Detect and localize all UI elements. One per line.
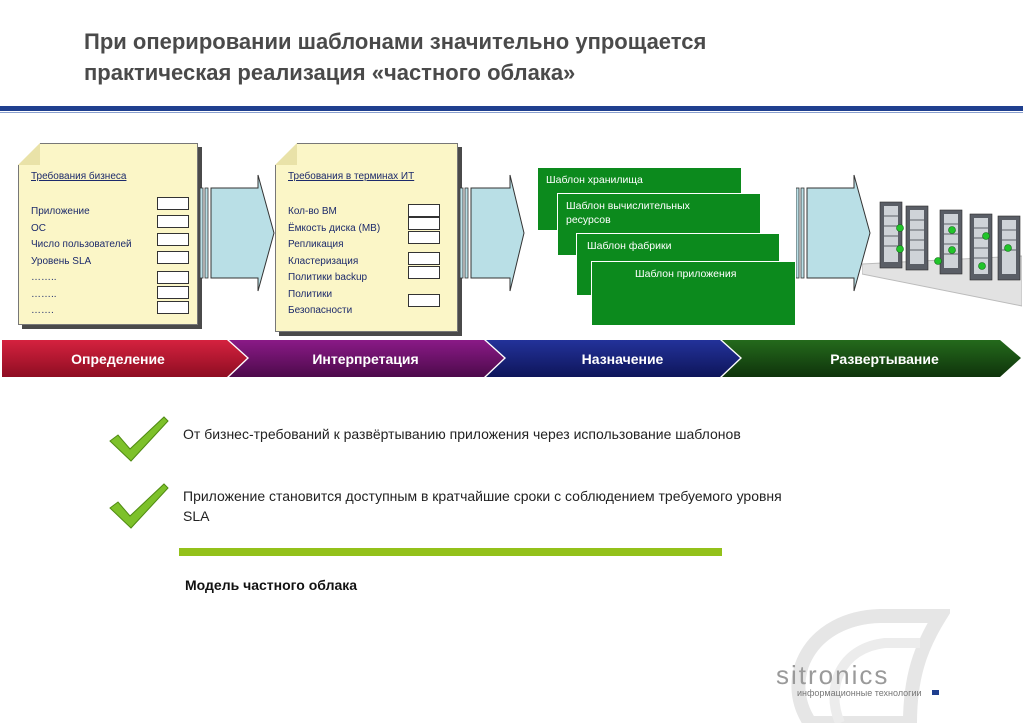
template-label: Шаблон фабрики bbox=[587, 240, 672, 252]
server-rack-icon bbox=[862, 201, 1022, 307]
template-label: Шаблон вычислительных ресурсов bbox=[566, 200, 690, 226]
value-box bbox=[408, 204, 440, 217]
note-heading: Требования в терминах ИТ bbox=[288, 171, 415, 182]
arrow-right-icon bbox=[200, 174, 275, 292]
list-item: Уровень SLA bbox=[31, 255, 92, 267]
page-fold-icon bbox=[275, 143, 297, 165]
stage-band bbox=[2, 340, 1021, 377]
list-item: Кластеризация bbox=[288, 255, 359, 267]
value-box bbox=[157, 251, 189, 264]
page-fold-icon bbox=[18, 143, 40, 165]
stage-label-assignment: Назначение bbox=[581, 351, 664, 367]
template-label: Шаблон хранилища bbox=[546, 174, 643, 186]
list-item: Политики backup bbox=[288, 272, 368, 283]
list-item: ……. bbox=[31, 305, 54, 316]
business-requirements-note: Требования бизнеса Приложение ОС Число п… bbox=[18, 143, 198, 325]
slide-title: При оперировании шаблонами значительно у… bbox=[84, 26, 984, 88]
list-item: …….. bbox=[31, 288, 57, 300]
note-items: Кол-во ВМ Ёмкость диска (MB) Репликация … bbox=[288, 204, 380, 320]
check-icon bbox=[109, 416, 169, 462]
value-box bbox=[408, 217, 440, 230]
value-box bbox=[408, 266, 440, 279]
model-caption: Модель частного облака bbox=[185, 577, 358, 593]
value-box bbox=[157, 215, 189, 228]
value-box bbox=[157, 301, 189, 314]
note-heading: Требования бизнеса bbox=[31, 171, 127, 182]
logo-wordmark: sitronics bbox=[776, 660, 890, 690]
value-box bbox=[157, 197, 189, 210]
stage-deployment bbox=[722, 340, 1021, 377]
template-label: Шаблон приложения bbox=[635, 268, 737, 280]
title-divider-thin bbox=[0, 112, 1023, 113]
arrow-right-icon bbox=[796, 174, 871, 292]
value-box bbox=[408, 294, 440, 307]
check-icon bbox=[109, 483, 169, 529]
list-item: Ёмкость диска (MB) bbox=[288, 222, 381, 234]
arrow-right-icon bbox=[460, 174, 525, 292]
list-item: …….. bbox=[31, 272, 57, 283]
list-item: Репликация bbox=[288, 239, 344, 250]
title-line-1: При оперировании шаблонами значительно у… bbox=[84, 29, 707, 54]
value-box bbox=[157, 286, 189, 299]
it-requirements-note: Требования в терминах ИТ Кол-во ВМ Ёмкос… bbox=[275, 143, 458, 332]
stage-label-interpretation: Интерпретация bbox=[312, 351, 419, 367]
stage-label-deployment: Развертывание bbox=[830, 351, 939, 367]
bullet-text-2: Приложение становится доступным в кратча… bbox=[183, 488, 782, 524]
accent-line bbox=[179, 548, 722, 556]
title-line-2: практическая реализация «частного облака… bbox=[84, 60, 576, 85]
list-item: Безопасности bbox=[288, 305, 353, 316]
stage-assignment bbox=[486, 340, 740, 377]
logo-tagline: информационные технологии bbox=[797, 688, 922, 698]
value-box bbox=[408, 231, 440, 244]
application-template: Шаблон приложения bbox=[591, 261, 795, 325]
stage-definition bbox=[2, 340, 247, 377]
stage-label-definition: Определение bbox=[71, 351, 165, 367]
logo-watermark-icon bbox=[791, 609, 950, 723]
value-box bbox=[408, 252, 440, 265]
list-item: Политики bbox=[288, 288, 333, 300]
list-item: Приложение bbox=[31, 206, 90, 217]
list-item: Кол-во ВМ bbox=[288, 206, 337, 217]
list-item: ОС bbox=[31, 222, 46, 234]
stage-interpretation bbox=[229, 340, 504, 377]
title-divider bbox=[0, 106, 1023, 111]
note-items: Приложение ОС Число пользователей Уровен… bbox=[31, 204, 132, 320]
bullet-text-1: От бизнес-требований к развёртыванию при… bbox=[183, 426, 741, 442]
list-item: Число пользователей bbox=[31, 239, 132, 250]
value-box bbox=[157, 233, 189, 246]
value-box bbox=[157, 271, 189, 284]
logo-mark-square bbox=[932, 690, 939, 695]
